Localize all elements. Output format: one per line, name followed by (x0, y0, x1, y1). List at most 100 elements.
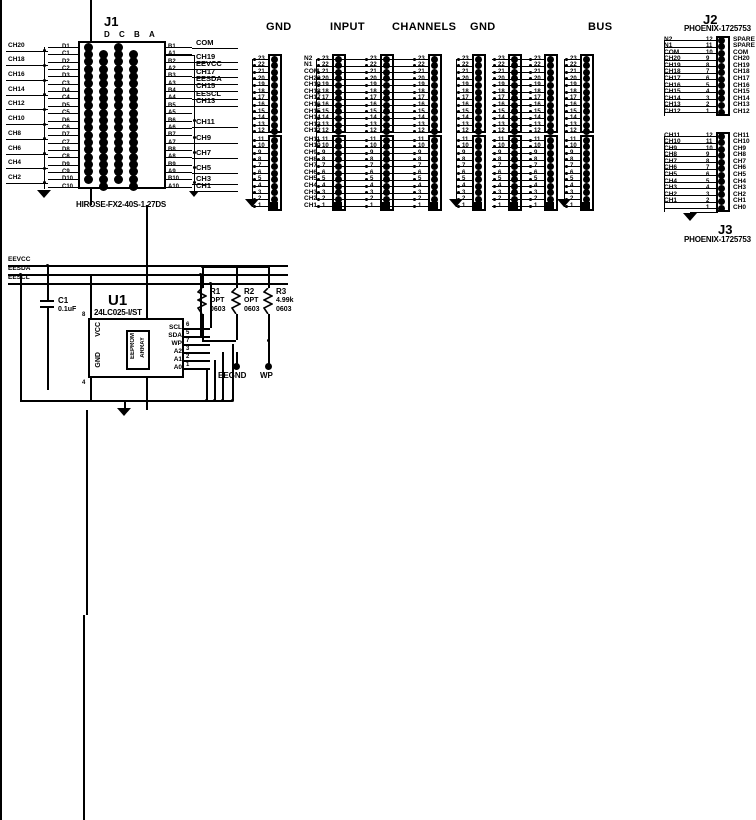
wire (564, 206, 582, 207)
junction-dot (208, 281, 212, 285)
wire (316, 92, 416, 93)
pin-number: 9 (370, 150, 373, 156)
junction-dot (234, 264, 238, 268)
connector-pin (547, 101, 554, 109)
pin-number: 11 (370, 137, 376, 143)
wire (664, 201, 718, 203)
j3-right-net: CH5 (733, 171, 747, 178)
j3-right-net: CH1 (733, 197, 747, 205)
pin-number: 12 (462, 128, 469, 135)
net-label: CH8 (304, 155, 318, 163)
pin-number: 16 (498, 102, 505, 108)
wire (192, 48, 238, 49)
j2-pin-number: 8 (706, 62, 710, 69)
pin-number: 9 (418, 149, 422, 156)
pin-number: 17 (498, 95, 505, 101)
junction-dot (456, 116, 460, 120)
j1-pad (99, 123, 108, 133)
connector-pin (431, 114, 438, 122)
wire (492, 206, 536, 207)
junction-dot (42, 122, 46, 126)
pin-number: 23 (462, 55, 469, 62)
connector-pin (431, 128, 438, 136)
u1-pin-a2: A2 (173, 347, 182, 355)
j1-pad (84, 57, 93, 67)
j3-pin-number: 6 (706, 172, 710, 178)
wire (412, 179, 430, 181)
connector-pin (475, 88, 482, 96)
u1-array-box (126, 330, 150, 370)
wire (664, 72, 718, 74)
j1-pad (129, 152, 138, 162)
wire (192, 173, 238, 174)
wire (664, 40, 665, 116)
j1-column-header: C (119, 30, 125, 39)
header-input: INPUT (330, 21, 365, 33)
junction-dot (252, 158, 256, 162)
j1-pad (129, 116, 138, 125)
pin-number: 21 (322, 69, 329, 75)
j1-left-net-label: CH20 (8, 41, 25, 49)
j1-pad (129, 57, 138, 67)
junction-dot (564, 184, 568, 188)
j1-right-net-label: CH13 (196, 96, 216, 105)
pin-number: 11 (322, 137, 328, 143)
connector-pin (475, 55, 482, 63)
j1-pad (99, 130, 108, 140)
j2-pin-number: 2 (706, 102, 710, 109)
c1-value: 0.1uF (58, 306, 77, 313)
wire (528, 118, 546, 120)
j1-pad (114, 101, 123, 111)
wire (8, 265, 288, 267)
pin-number: 5 (322, 176, 325, 182)
junction-dot (456, 110, 460, 114)
junction-dot (456, 145, 460, 149)
connector-pin (583, 62, 590, 70)
pin-number: 10 (370, 143, 377, 149)
wire (664, 46, 718, 48)
connector-pin (583, 121, 590, 129)
pin-number: 3 (370, 190, 373, 196)
connector-pin (475, 81, 482, 89)
j1-pad (114, 160, 123, 170)
j3-part-number: PHOENIX-1725753 (684, 235, 751, 244)
connector-pin-1 (474, 202, 482, 210)
j1-left-net-label: CH18 (8, 56, 25, 64)
wire (124, 400, 126, 408)
pin-number: 11 (534, 136, 541, 143)
j2-pin (718, 75, 725, 83)
pin-number: 10 (570, 143, 577, 150)
j1-pad (84, 101, 93, 111)
wire (492, 78, 536, 80)
pin-number: 5 (570, 176, 574, 183)
wire (202, 340, 236, 342)
connector-pin (547, 136, 554, 144)
junction-dot (564, 90, 568, 94)
pin-number: 18 (322, 89, 329, 95)
u1-pin-a0: A0 (173, 363, 182, 371)
j2-right-net: CH18 (733, 68, 750, 76)
connector-pin (431, 182, 438, 190)
junction-dot (42, 152, 46, 156)
wire (664, 208, 718, 210)
j2-left-net: N1 (664, 42, 673, 50)
pin-number: 23 (370, 56, 377, 62)
junction-dot (252, 64, 256, 68)
junction-dot (42, 78, 46, 82)
j1-right-net-label: EESDA (196, 74, 222, 83)
connector-pin (583, 114, 590, 122)
j1-pad (114, 57, 123, 67)
wire (664, 155, 718, 157)
j1-pad (129, 71, 138, 81)
connector-pin (583, 75, 590, 83)
j2-left-net: CH16 (664, 81, 681, 89)
j2-pin (718, 102, 725, 109)
wire (564, 186, 582, 188)
u1-refdes: U1 (108, 292, 128, 309)
junction-dot (192, 150, 196, 154)
pin-number: 10 (534, 143, 541, 150)
connector-pin (583, 55, 590, 63)
connector-pin (547, 95, 554, 103)
j3-pin (718, 145, 725, 153)
connector-pin (583, 169, 590, 177)
